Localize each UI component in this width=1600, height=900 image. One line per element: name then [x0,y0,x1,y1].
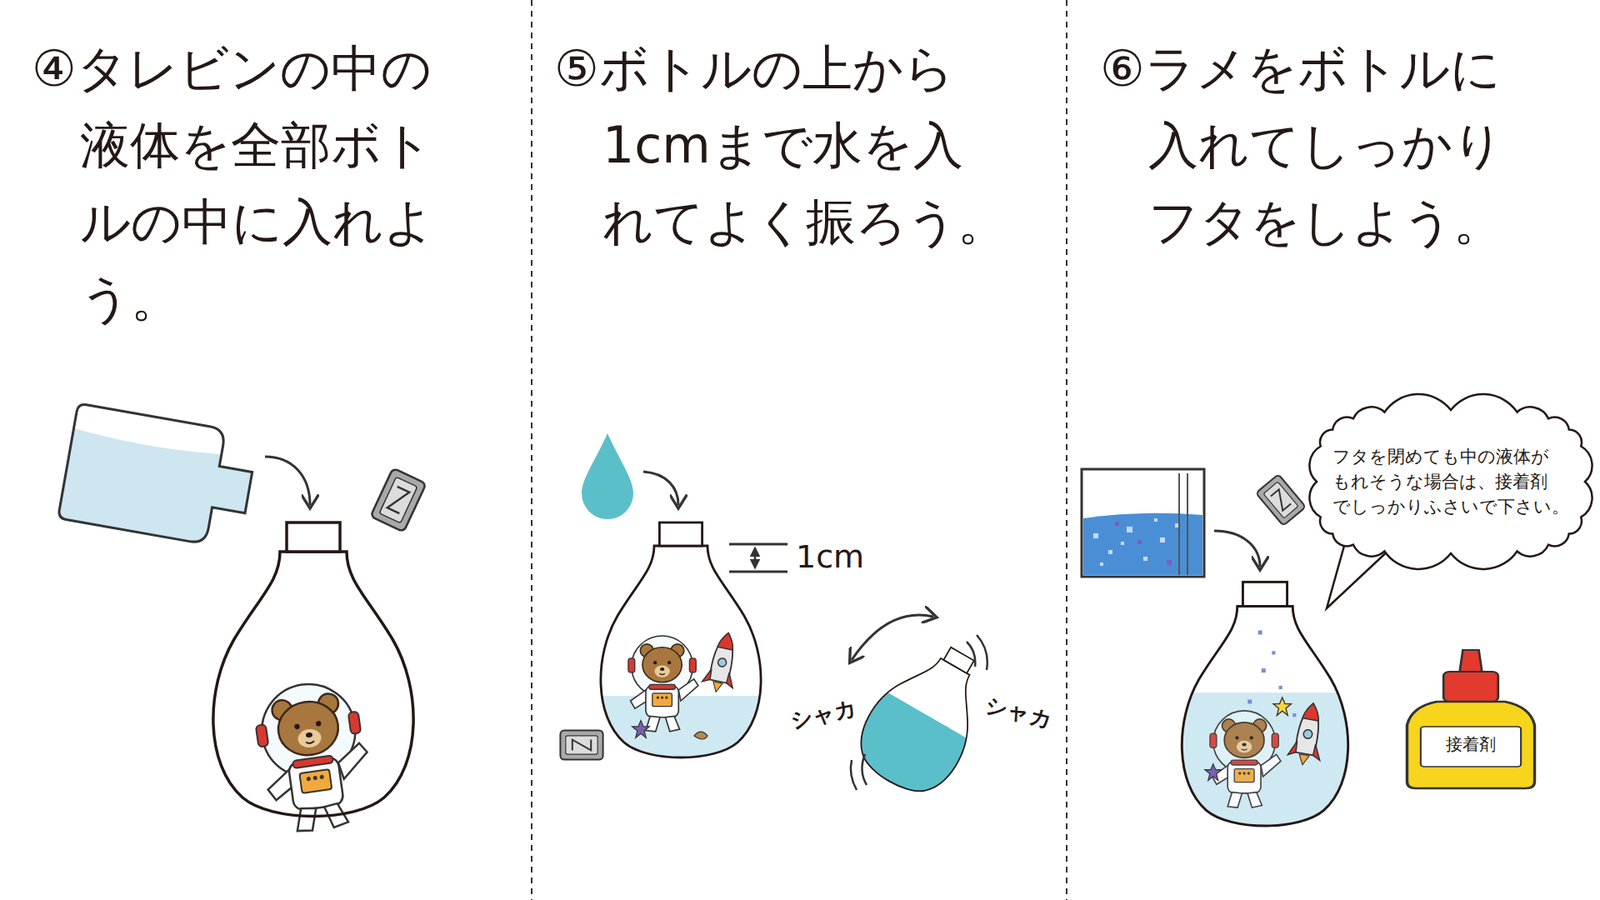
cap [1443,671,1499,702]
step-instruction: ⑥ラメをボトルに 入れてしっかり フタをしよう。 [1100,30,1574,260]
note-text: フタを閉めても中の液体が もれそうな場合は、接着剤 でしっかりふさいで下さい。 [1332,444,1570,520]
glue-bottle: 接着剤 [1402,648,1540,790]
bottle-label: 接着剤 [1402,733,1540,755]
sound-effect: シャカ [982,690,1055,736]
step-instruction: ④タレビンの中の 液体を全部ボト ルの中に入れよ う。 [31,30,505,337]
dimension-label: 1cm [795,538,865,575]
nozzle [1459,650,1482,674]
glue-outline [1402,648,1540,790]
step-instruction: ⑤ボトルの上から 1cmまで水を入 れてよく振ろう。 [554,30,1028,260]
speech-bubble: フタを閉めても中の液体が もれそうな場合は、接着剤 でしっかりふさいで下さい。 [1305,398,1597,611]
cloud-outline [1309,394,1592,570]
sound-effect: シャカ [787,693,860,736]
